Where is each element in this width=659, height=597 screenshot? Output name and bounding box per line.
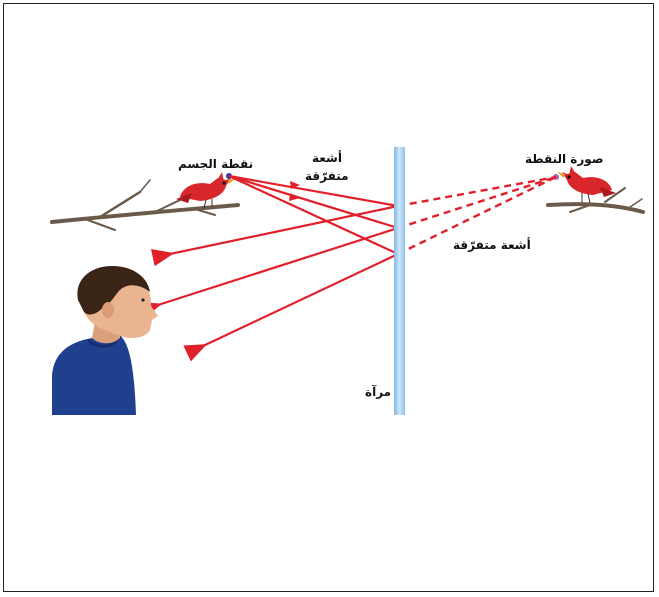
label-image-point: صورة النقطة — [525, 152, 603, 166]
label-diverging-rays-right: أشعة متفرّقة — [453, 238, 531, 252]
reflected-rays — [158, 206, 398, 346]
label-diverging-rays-top-1: أشعة — [312, 151, 342, 165]
incident-rays — [229, 176, 398, 254]
mirror — [394, 147, 405, 415]
image-bird — [557, 166, 616, 203]
viewer-person — [52, 266, 158, 415]
label-diverging-rays-top-2: متفرّقة — [305, 169, 349, 183]
label-mirror: مرآة — [365, 385, 391, 399]
incident-ray-arrows — [289, 181, 300, 201]
label-object-point: نقطة الجسم — [178, 157, 253, 171]
